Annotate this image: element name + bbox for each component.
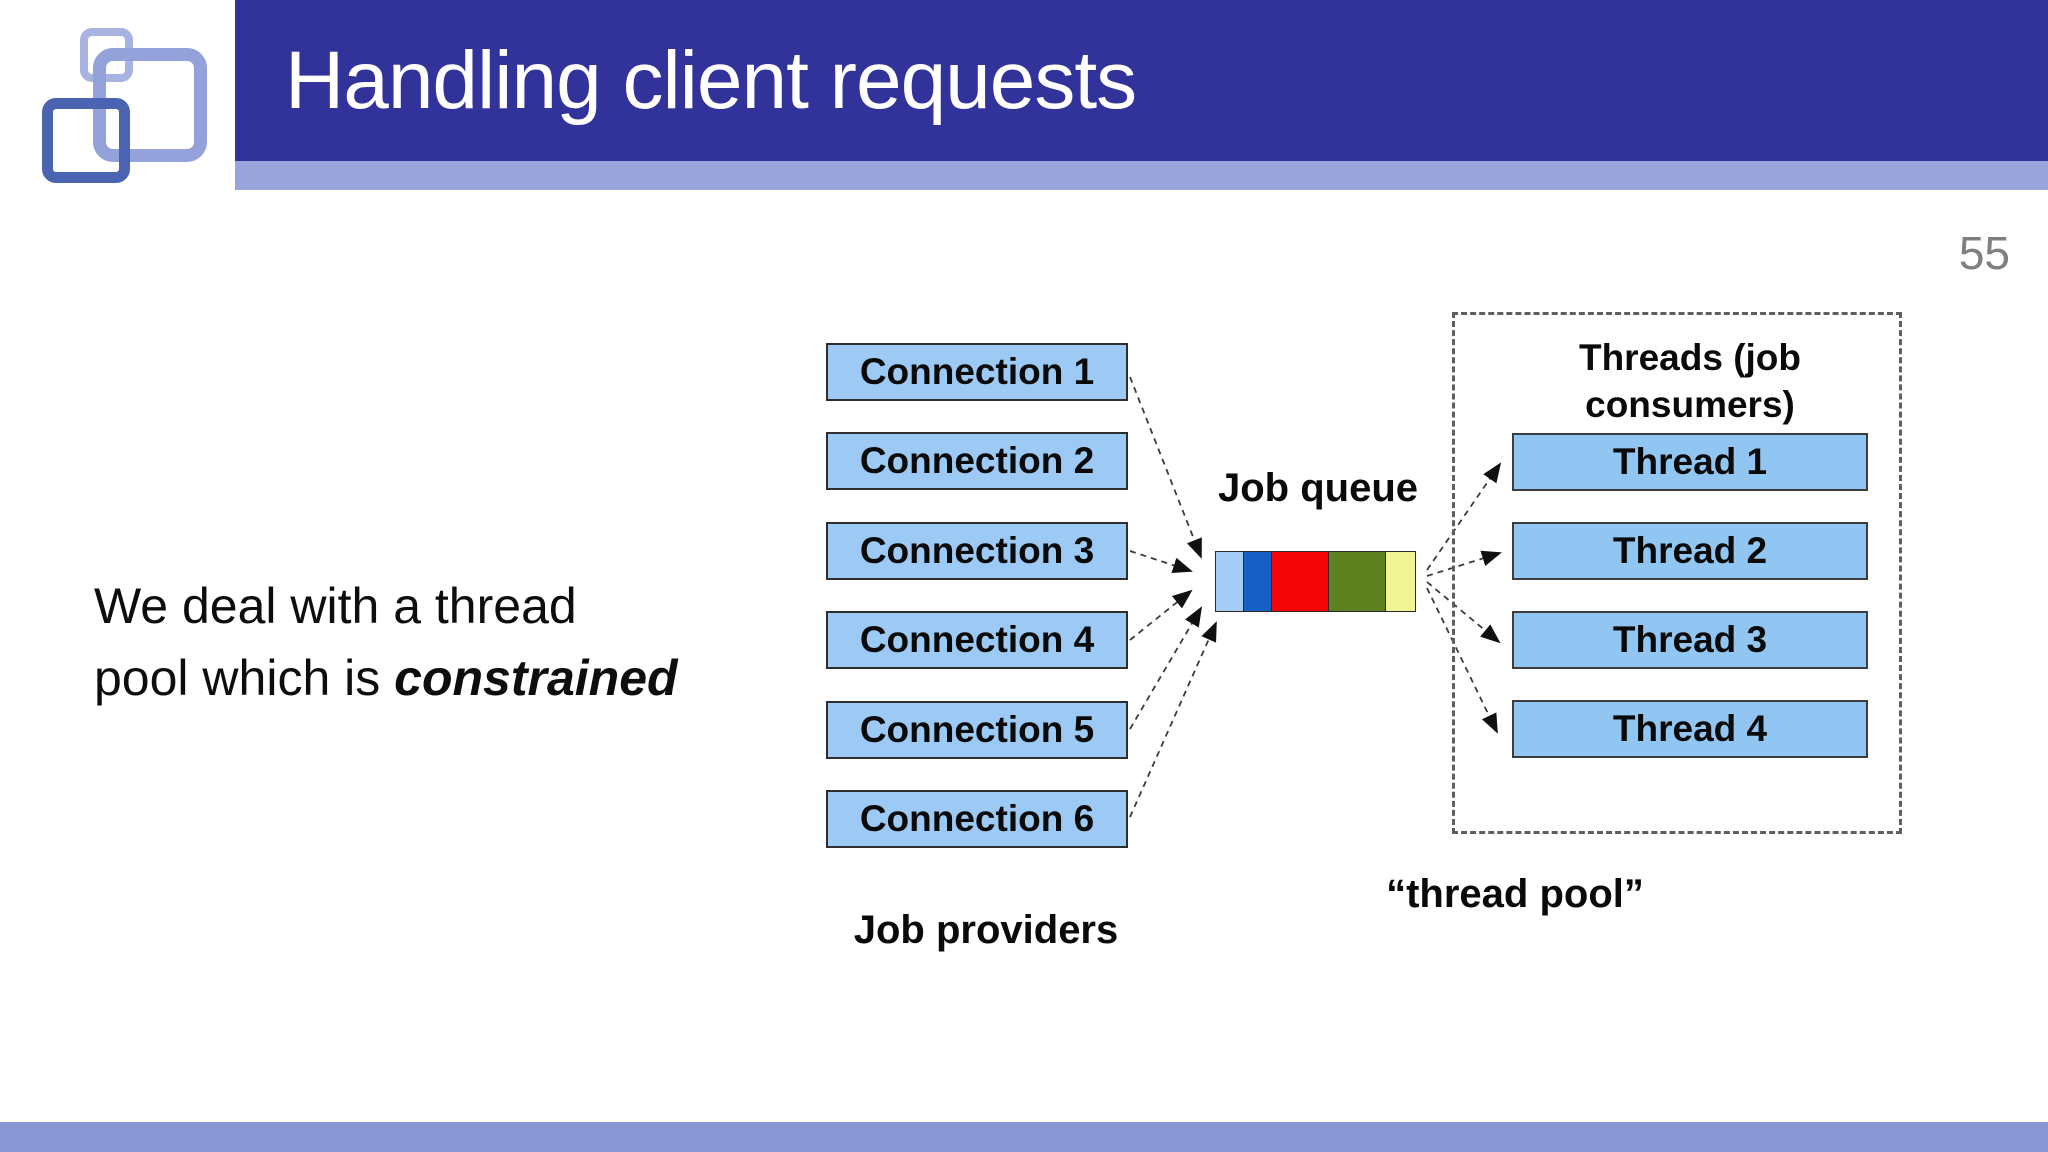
connection-6-label: Connection 6 xyxy=(859,798,1095,839)
thread-pool-label: “thread pool” xyxy=(1386,872,1644,916)
arrow-connection4-to-queue xyxy=(1129,589,1193,641)
job-providers-label: Job providers xyxy=(853,908,1119,952)
logo-square-dark-icon xyxy=(42,98,130,183)
header-accent-strip xyxy=(235,161,2048,190)
page-number: 55 xyxy=(1958,227,2010,279)
connection-4-label: Connection 4 xyxy=(859,619,1095,660)
thread-3-box: Thread 3 xyxy=(1512,611,1868,669)
queue-segment-olive xyxy=(1329,552,1386,611)
arrow-connection6-to-queue xyxy=(1129,621,1217,818)
connection-3-box: Connection 3 xyxy=(826,522,1128,580)
threads-title: Threads (job consumers) xyxy=(1578,337,1802,425)
connection-3-label: Connection 3 xyxy=(859,530,1095,571)
arrow-connection5-to-queue xyxy=(1129,606,1203,730)
connection-2-box: Connection 2 xyxy=(826,432,1128,490)
connection-1-box: Connection 1 xyxy=(826,343,1128,401)
body-line1: We deal with a thread xyxy=(94,578,577,634)
job-queue-label: Job queue xyxy=(1217,466,1419,510)
queue-segment-blue xyxy=(1244,552,1272,611)
thread-1-label: Thread 1 xyxy=(1612,441,1768,482)
thread-2-label: Thread 2 xyxy=(1612,530,1768,571)
connection-5-label: Connection 5 xyxy=(859,709,1095,750)
connection-2-label: Connection 2 xyxy=(859,440,1095,481)
header-bar: Handling client requests xyxy=(235,0,2048,161)
queue-segment-yellow xyxy=(1386,552,1415,611)
connection-4-box: Connection 4 xyxy=(826,611,1128,669)
arrow-connection3-to-queue xyxy=(1129,550,1193,573)
thread-pool-dashed-box xyxy=(1452,312,1902,834)
body-line2-prefix: pool which is xyxy=(94,650,395,706)
thread-1-box: Thread 1 xyxy=(1512,433,1868,491)
queue-segment-red xyxy=(1272,552,1329,611)
thread-3-label: Thread 3 xyxy=(1612,619,1768,660)
connection-1-label: Connection 1 xyxy=(859,351,1095,392)
thread-4-label: Thread 4 xyxy=(1612,708,1768,749)
job-queue-bar xyxy=(1215,551,1416,612)
slide-title: Handling client requests xyxy=(285,34,1137,126)
connection-5-box: Connection 5 xyxy=(826,701,1128,759)
connection-6-box: Connection 6 xyxy=(826,790,1128,848)
thread-4-box: Thread 4 xyxy=(1512,700,1868,758)
footer-strip xyxy=(0,1122,2048,1152)
thread-2-box: Thread 2 xyxy=(1512,522,1868,580)
body-line2-emphasis: constrained xyxy=(394,650,678,706)
body-text: We deal with a thread pool which is cons… xyxy=(94,570,694,714)
queue-segment-lightblue xyxy=(1216,552,1244,611)
